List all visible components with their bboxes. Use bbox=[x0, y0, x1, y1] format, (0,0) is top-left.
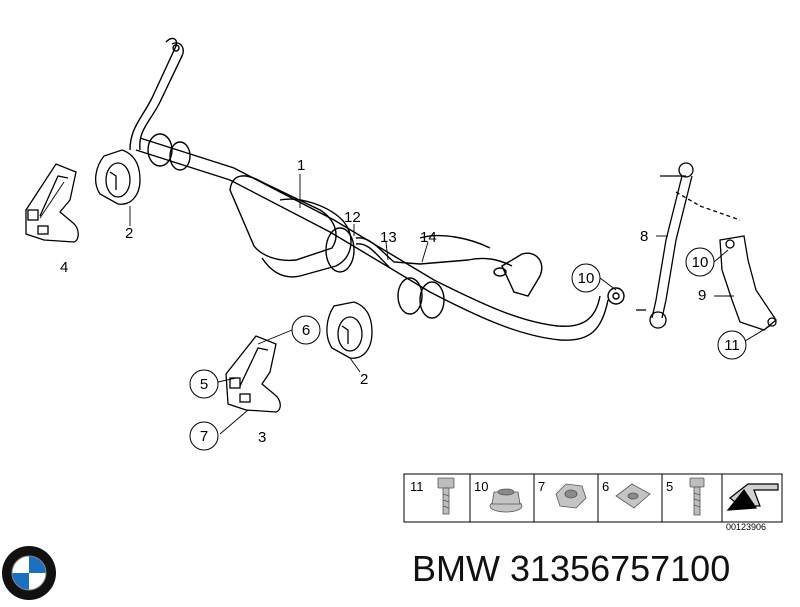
hex-nut-icon bbox=[555, 483, 587, 509]
callout-7: 7 bbox=[189, 421, 219, 451]
legend-item-7: 7 bbox=[538, 479, 545, 494]
bmw-logo bbox=[0, 544, 58, 602]
bushing-lower-drawing bbox=[326, 301, 373, 359]
svg-text:11: 11 bbox=[724, 337, 740, 354]
callout-2-upper: 2 bbox=[125, 225, 133, 242]
bolt-icon bbox=[437, 477, 455, 515]
svg-text:10: 10 bbox=[578, 270, 595, 287]
svg-text:5: 5 bbox=[200, 376, 208, 393]
arrow-icon bbox=[726, 483, 779, 511]
callout-11: 11 bbox=[717, 330, 747, 360]
stabilizer-bar bbox=[129, 37, 625, 341]
svg-text:7: 7 bbox=[200, 428, 208, 445]
callout-14: 14 bbox=[420, 229, 437, 246]
svg-text:6: 6 bbox=[302, 322, 310, 339]
callout-3: 3 bbox=[258, 429, 266, 446]
legend-item-11: 11 bbox=[410, 479, 424, 494]
bushing-upper-drawing bbox=[94, 149, 141, 205]
callout-10-left: 10 bbox=[571, 263, 601, 293]
screw-icon bbox=[689, 477, 705, 516]
bmw-roundel-icon bbox=[2, 546, 56, 600]
legend-item-5: 5 bbox=[666, 479, 673, 494]
leader-lines bbox=[39, 174, 771, 435]
callout-6: 6 bbox=[291, 315, 321, 345]
callout-1: 1 bbox=[297, 157, 305, 174]
callout-8: 8 bbox=[640, 228, 648, 245]
callout-5: 5 bbox=[189, 369, 219, 399]
link-and-bracket-drawing bbox=[636, 162, 777, 331]
hardware-legend: 11 10 7 6 5 bbox=[403, 473, 783, 532]
callout-10-right: 10 bbox=[685, 247, 715, 277]
clamp-lower-drawing bbox=[225, 335, 281, 413]
callout-9: 9 bbox=[698, 287, 706, 304]
callout-12: 12 bbox=[344, 209, 361, 226]
flange-nut-icon bbox=[489, 488, 523, 513]
callout-2-lower: 2 bbox=[360, 371, 368, 388]
legend-item-10: 10 bbox=[474, 479, 488, 494]
square-nut-icon bbox=[615, 483, 651, 509]
callout-4: 4 bbox=[60, 259, 68, 276]
svg-text:10: 10 bbox=[692, 254, 709, 271]
part-caption: BMW 31356757100 bbox=[412, 548, 731, 589]
callout-13: 13 bbox=[380, 229, 397, 246]
clamp-upper-drawing bbox=[25, 163, 79, 243]
diagram-code: 00123906 bbox=[726, 522, 766, 532]
legend-item-6: 6 bbox=[602, 479, 609, 494]
